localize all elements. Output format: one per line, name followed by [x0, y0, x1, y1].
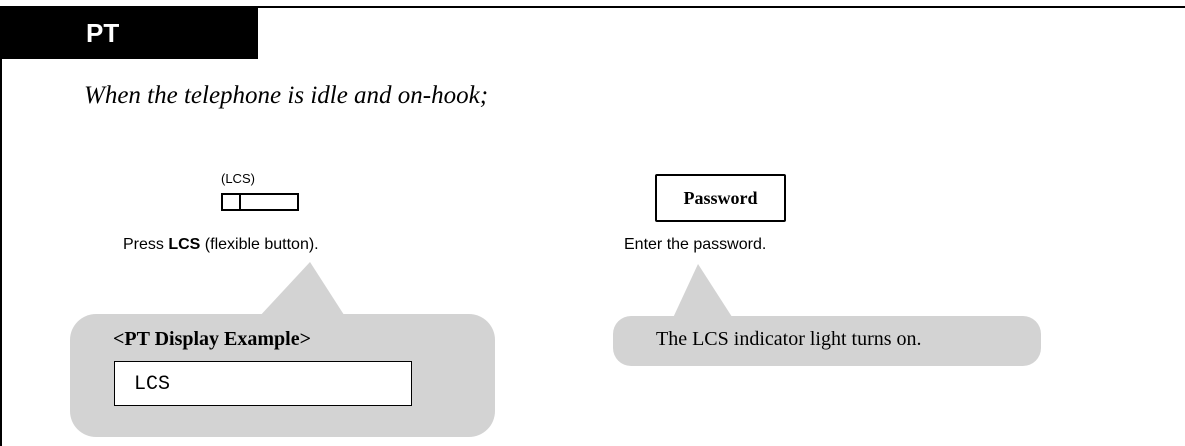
indicator-note-callout	[613, 316, 1041, 366]
display-screen: LCS	[114, 361, 412, 406]
callout-pointer-2	[672, 264, 734, 320]
step1-text-after: (flexible button).	[200, 236, 319, 253]
step1-text-before: Press	[123, 236, 169, 253]
flexible-button-icon	[221, 193, 299, 211]
step1-text-bold: LCS	[168, 236, 201, 253]
button-divider	[239, 195, 241, 209]
section-tab-label: PT	[86, 18, 120, 48]
condition-text: When the telephone is idle and on-hook;	[84, 82, 489, 109]
callout-pointer-1	[258, 262, 346, 318]
left-border	[0, 6, 2, 446]
display-example-title: <PT Display Example>	[113, 328, 312, 350]
step2-instruction: Enter the password.	[624, 236, 767, 253]
password-key: Password	[655, 174, 786, 222]
lcs-button-caption: (LCS)	[221, 171, 255, 186]
indicator-note-text: The LCS indicator light turns on.	[656, 328, 922, 350]
step1-instruction: Press LCS (flexible button).	[123, 236, 319, 254]
display-screen-text: LCS	[134, 373, 171, 396]
section-tab: PT	[0, 6, 258, 59]
top-border	[0, 6, 1185, 8]
